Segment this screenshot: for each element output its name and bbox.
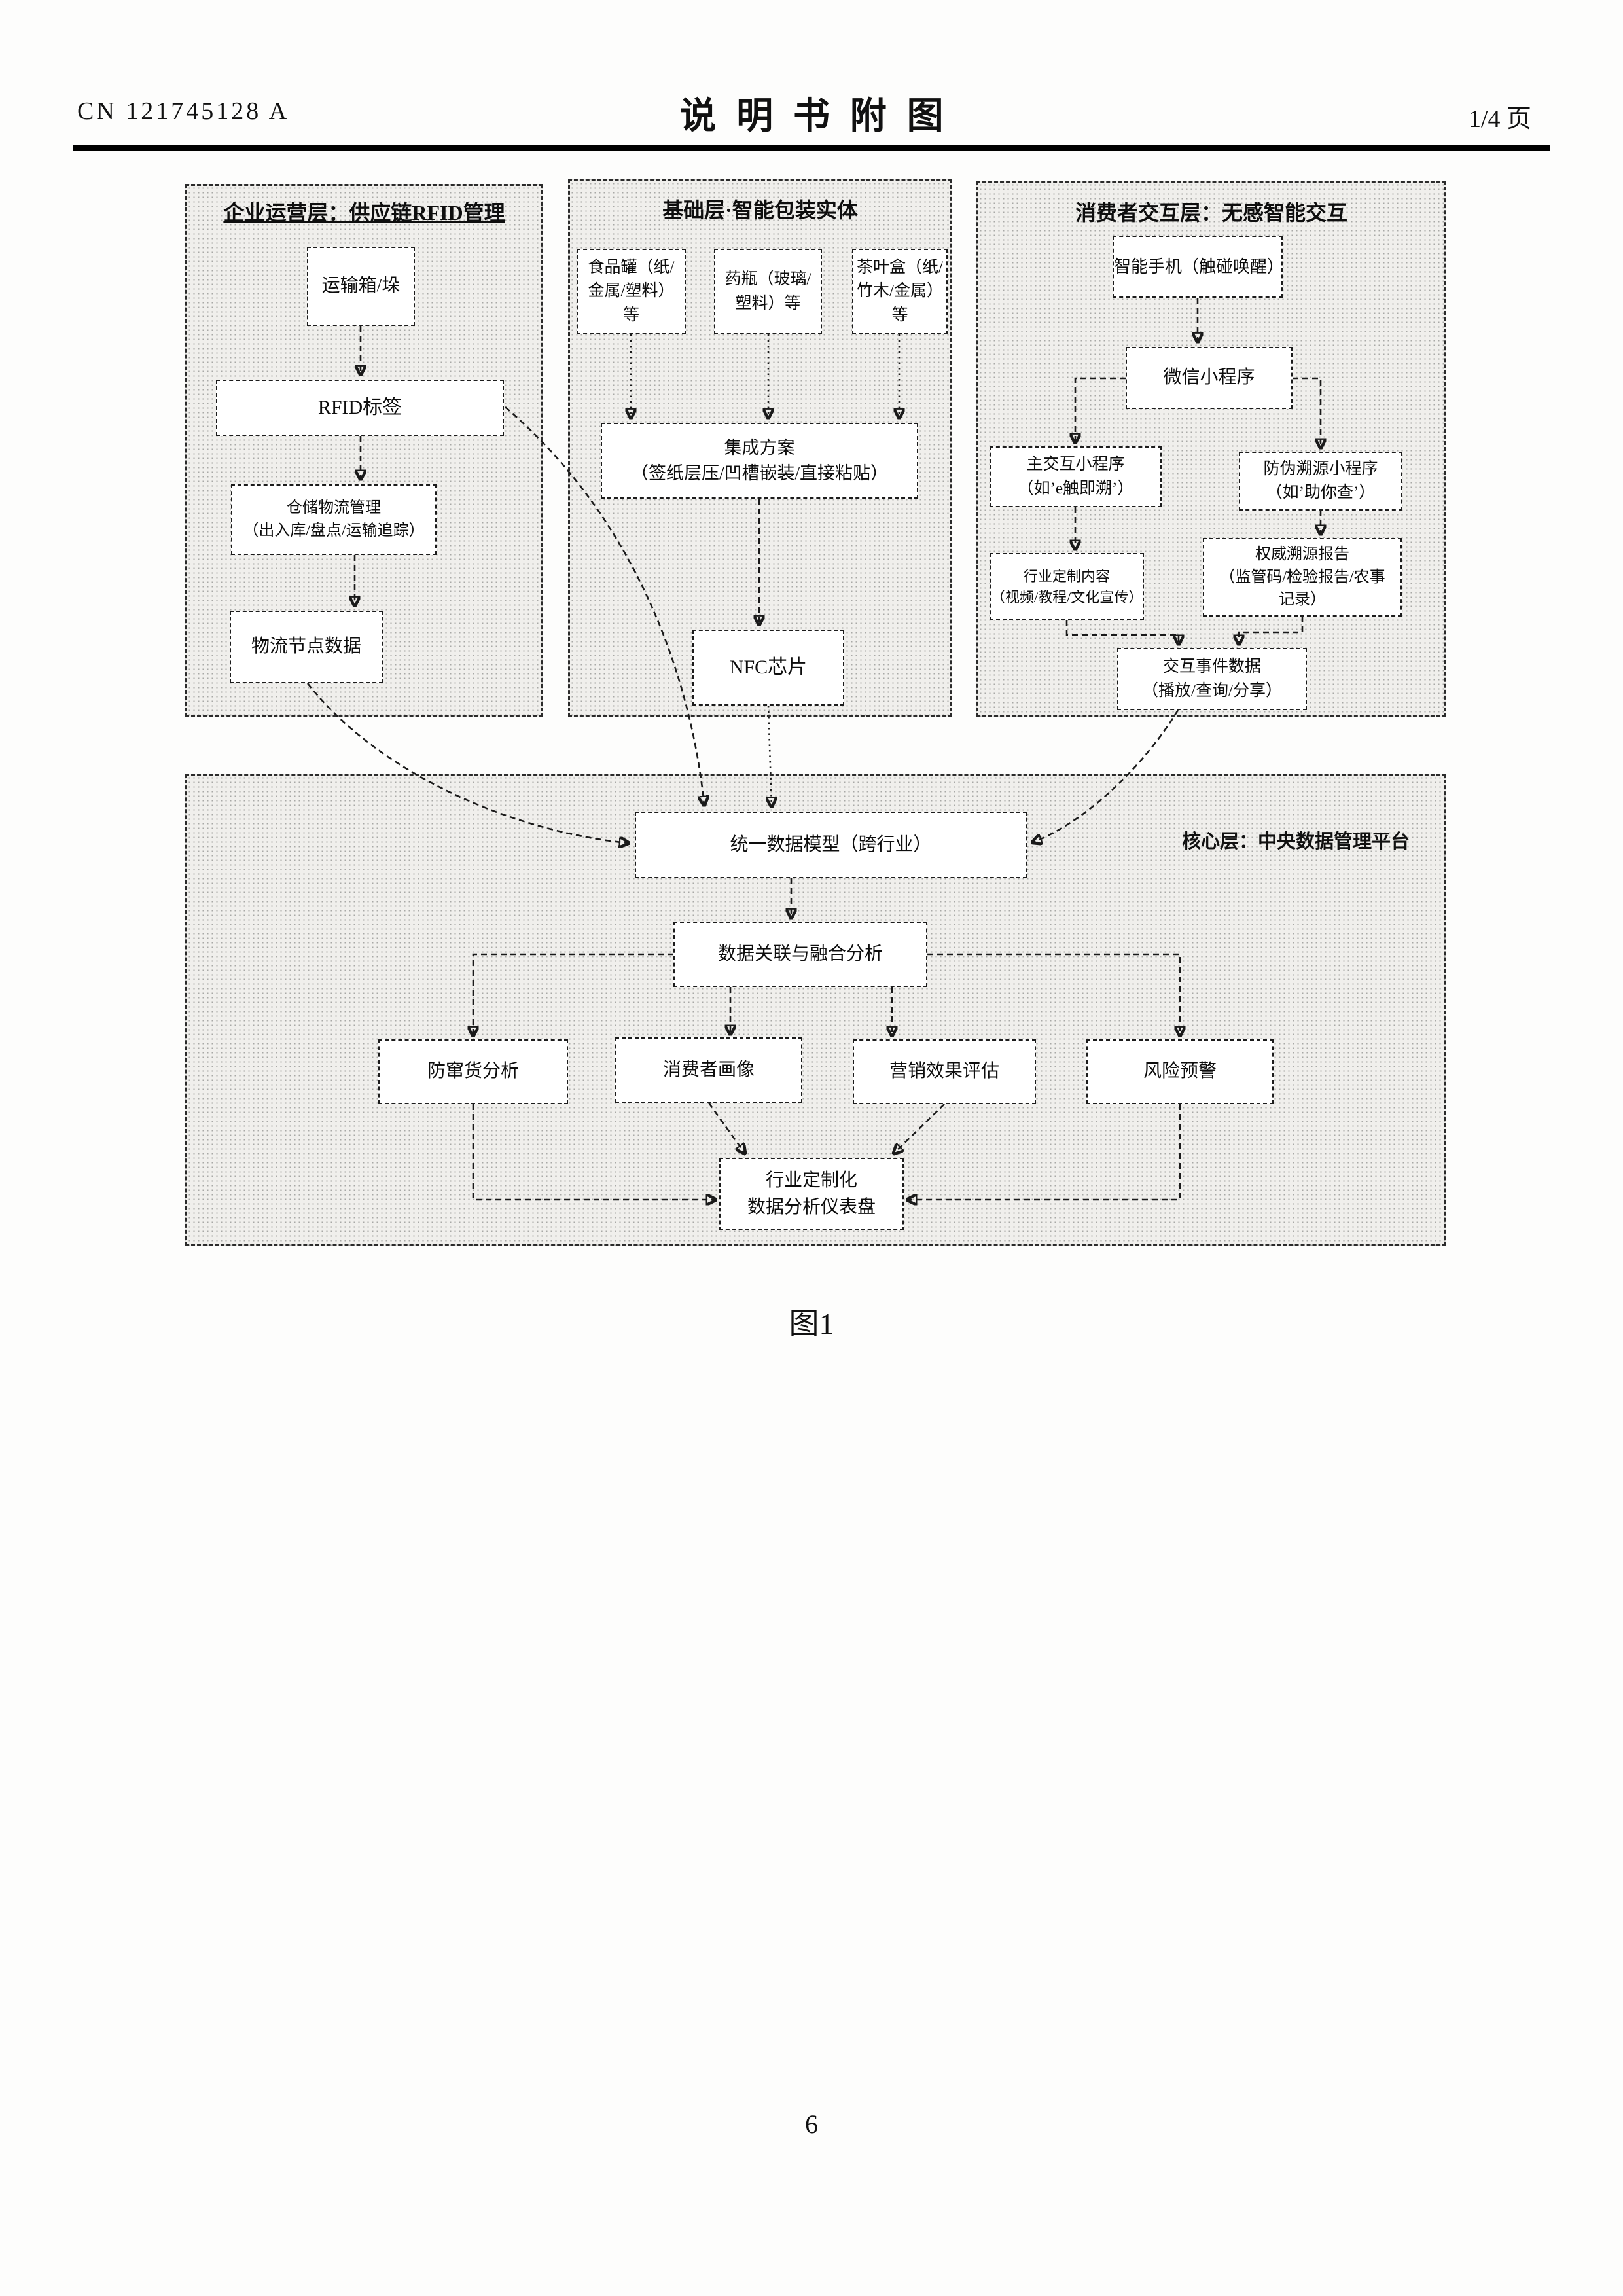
core-layer-title: 核心层：中央数据管理平台	[1181, 831, 1410, 852]
node-industry-dashboard: 行业定制化 数据分析仪表盘	[719, 1158, 904, 1230]
node-warehouse-logistics: 仓储物流管理 （出入库/盘点/运输追踪）	[231, 484, 437, 555]
node-unified-data-model: 统一数据模型（跨行业）	[635, 812, 1027, 878]
node-interaction-event-data: 交互事件数据 （播放/查询/分享）	[1117, 648, 1307, 710]
node-smartphone: 智能手机（触碰唤醒）	[1113, 236, 1284, 298]
page-title: 说明书附图	[679, 96, 964, 137]
node-industry-custom-content: 行业定制内容 （视频/教程/文化宣传）	[990, 553, 1144, 620]
figure-caption: 图1	[789, 1307, 834, 1340]
publication-number: CN 121745128 A	[77, 98, 290, 125]
node-main-interaction-mp: 主交互小程序 （如’e触即溯’）	[990, 446, 1162, 507]
node-authority-trace-report: 权威溯源报告 （监管码/检验报告/农事 记录）	[1203, 538, 1402, 617]
node-data-fusion-analysis: 数据关联与融合分析	[673, 922, 927, 987]
node-antifake-trace-mp: 防伪溯源小程序 （如’助你查’）	[1239, 452, 1402, 511]
node-risk-warning: 风险预警	[1086, 1039, 1274, 1104]
sheet-indicator: 1/4 页	[1468, 105, 1531, 133]
node-rfid-tag: RFID标签	[216, 380, 504, 436]
node-nfc-chip: NFC芯片	[692, 630, 844, 706]
node-medicine-bottle: 药瓶（玻璃/ 塑料）等	[714, 249, 822, 334]
base-layer-title: 基础层·智能包装实体	[662, 198, 858, 222]
consumer-layer-title: 消费者交互层：无感智能交互	[1075, 201, 1347, 224]
node-transport-box: 运输箱/垛	[307, 247, 415, 326]
node-food-can: 食品罐（纸/ 金属/塑料） 等	[577, 249, 686, 334]
node-logistics-node-data: 物流节点数据	[230, 611, 383, 683]
node-integration-scheme: 集成方案 （签纸层压/凹槽嵌装/直接粘贴）	[601, 423, 918, 499]
enterprise-layer-title: 企业运营层：供应链RFID管理	[223, 201, 505, 224]
node-tea-box: 茶叶盒（纸/ 竹木/金属） 等	[852, 249, 948, 334]
header-rule	[73, 145, 1550, 151]
node-anti-diversion-analysis: 防窜货分析	[378, 1039, 568, 1104]
node-marketing-effect-eval: 营销效果评估	[853, 1039, 1036, 1104]
page-number: 6	[805, 2109, 818, 2139]
node-consumer-profile: 消费者画像	[615, 1037, 802, 1103]
node-wechat-mini-program: 微信小程序	[1126, 347, 1293, 409]
